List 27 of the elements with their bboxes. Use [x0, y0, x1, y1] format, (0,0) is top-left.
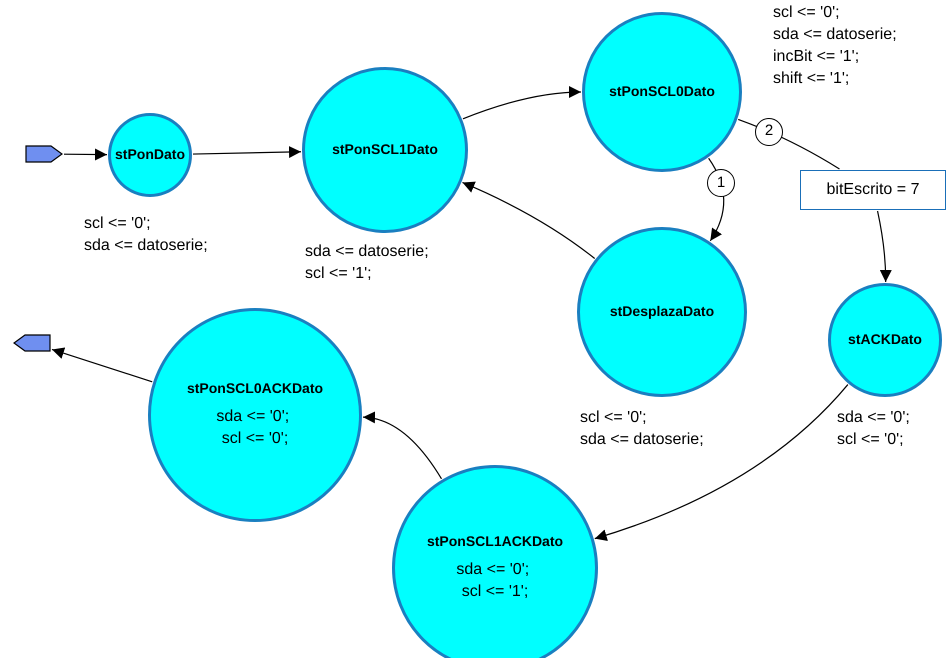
priority-label: 1 — [707, 169, 736, 198]
transition-arrow — [462, 86, 582, 120]
state-action: scl <= '0'; sda <= datoserie; — [84, 214, 208, 256]
state-name: stPonDato — [115, 146, 185, 164]
transition-arrow — [64, 148, 107, 160]
state-action: scl <= '0'; sda <= datoserie; incBit <= '1'; shift <= '1'; — [773, 3, 898, 89]
transition-arrow — [594, 384, 848, 541]
state-name: stDesplazaDato — [610, 303, 714, 321]
condition-box: bitEscrito = 7 — [800, 170, 946, 210]
transition-arrow — [462, 182, 596, 259]
transition-arrow — [192, 146, 302, 158]
state-action: sda <= '0'; scl <= '0'; — [216, 406, 290, 449]
state-name: stACKDato — [848, 331, 922, 349]
transition-arrow — [52, 347, 152, 382]
transition-arrow — [362, 412, 442, 480]
state-action: sda <= '0'; scl <= '1'; — [456, 560, 530, 602]
state-action: sda <= '0'; scl <= '0'; — [837, 408, 911, 450]
entry-marker — [25, 145, 63, 163]
transition-arrow — [876, 210, 892, 282]
state-name: stPonSCL0ACKDato — [186, 380, 324, 398]
state-name: stPonSCL1Dato — [332, 141, 438, 159]
state-name: stPonSCL1ACKDato — [426, 533, 564, 551]
priority-label: 2 — [755, 118, 784, 146]
state-action: sda <= datoserie; scl <= '1'; — [305, 242, 430, 284]
exit-marker — [13, 334, 51, 352]
state-action: scl <= '0'; sda <= datoserie; — [580, 408, 704, 450]
state-name: stPonSCL0Dato — [609, 83, 715, 101]
